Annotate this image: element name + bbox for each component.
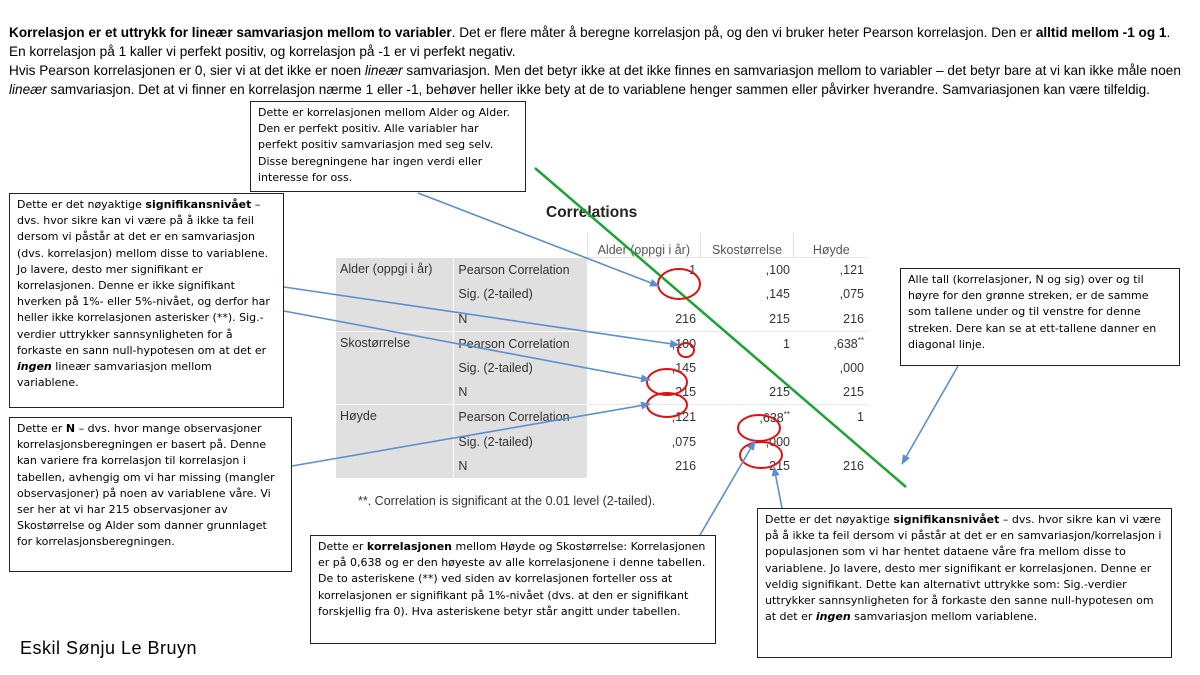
- intro-paragraph-2: En korrelasjon på 1 kaller vi perfekt po…: [9, 44, 516, 59]
- note-text: Dette er det nøyaktige: [765, 513, 894, 526]
- arrow-to-diagonal: [901, 365, 959, 465]
- stat-label: N: [453, 380, 588, 405]
- stat-label: Pearson Correlation: [453, 330, 588, 356]
- note-diagonal: Alle tall (korrelasjoner, N og sig) over…: [900, 268, 1180, 366]
- author-name: Eskil Sønju Le Bruyn: [20, 638, 198, 658]
- note-alder-alder: Dette er korrelasjonen mellom Alder og A…: [250, 101, 526, 192]
- intro-bold-1: Korrelasjon er et uttrykk for lineær sam…: [9, 25, 452, 40]
- table-footnote: **. Correlation is significant at the 0.…: [358, 494, 656, 508]
- note-n: Dette er N – dvs. hvor mange observasjon…: [9, 417, 292, 572]
- stat-label: Pearson Correlation: [453, 257, 588, 283]
- stat-label: Sig. (2-tailed): [453, 282, 588, 307]
- note-text: – dvs. hvor mange observasjoner korrelas…: [17, 422, 275, 549]
- cell: 216: [843, 311, 864, 326]
- intro-paragraph-3: Hvis Pearson korrelasjonen er 0, sier vi…: [9, 61, 1189, 99]
- cell: 215: [769, 385, 790, 400]
- cell: 215: [843, 385, 864, 400]
- note-bold-italic: ingen: [815, 610, 851, 624]
- circle-pearson-638: [737, 414, 781, 442]
- sig-mark: **: [857, 336, 864, 346]
- cell: ,638**: [793, 330, 868, 356]
- note-text: – dvs. hvor sikre kan vi være på å ikke …: [765, 513, 1162, 624]
- cell: 216: [843, 458, 864, 473]
- cell: 215: [769, 311, 790, 326]
- note-text: Dette er det nøyaktige: [17, 198, 146, 211]
- note-text: Dette er: [17, 422, 66, 435]
- row-header-alder: Alder (oppgi i år): [336, 257, 454, 332]
- arrow-to-sig-000: [771, 466, 783, 509]
- note-korrelasjon: Dette er korrelasjonen mellom Høyde og S…: [310, 535, 716, 644]
- stat-label: Sig. (2-tailed): [453, 355, 588, 381]
- stat-label: Pearson Correlation: [453, 404, 588, 430]
- header-skostorrelse: Skostørrelse: [699, 233, 794, 258]
- cell: ,145: [765, 287, 790, 302]
- intro-text: Korrelasjon er et uttrykk for lineær sam…: [9, 23, 1189, 99]
- note-text: – dvs. hvor sikre kan vi være på å ikke …: [17, 198, 270, 357]
- table-row: Sig. (2-tailed) ,145 ,000: [336, 355, 868, 381]
- intro-bold-2: alltid mellom -1 og 1: [1035, 25, 1167, 40]
- header-hoyde: Høyde: [793, 233, 868, 258]
- cell: ,100: [700, 257, 794, 283]
- cell: ,075: [839, 287, 864, 302]
- circle-sig-145: [646, 368, 688, 396]
- cell: 1: [793, 404, 868, 430]
- arrow-to-alder-1: [417, 192, 660, 287]
- note-text: Dette er: [318, 540, 367, 553]
- sig-mark: **: [783, 409, 790, 419]
- arrow-to-pearson-100: [283, 286, 680, 348]
- table-row: Alder (oppgi i år) Pearson Correlation 1…: [336, 257, 868, 332]
- cell: ,121: [793, 257, 868, 283]
- intro-text-5: samvariasjon. Det at vi finner en korrel…: [46, 82, 1150, 97]
- cell: 216: [675, 311, 697, 326]
- intro-italic-2: lineær: [9, 82, 47, 97]
- note-bold-italic: ingen: [17, 360, 52, 374]
- table-row: Sig. (2-tailed) ,145 ,075: [336, 282, 868, 307]
- row-header-skostorrelse: Skostørrelse: [336, 330, 454, 405]
- intro-text-2: .: [1166, 25, 1171, 40]
- note-bold: N: [65, 422, 76, 435]
- note-text: lineær samvariasjon mellom variablene.: [17, 360, 212, 390]
- note-bold: korrelasjonen: [366, 540, 452, 553]
- intro-italic-1: lineær: [364, 63, 403, 78]
- intro-text-4: samvariasjon. Men det betyr ikke at det …: [402, 63, 1181, 78]
- header-alder: Alder (oppgi i år): [586, 233, 701, 258]
- stat-label: N: [453, 453, 588, 478]
- note-bold: signifikansnivået: [893, 513, 1000, 526]
- table-row: N 216 215 216: [336, 306, 868, 332]
- cell-value: ,638: [833, 337, 858, 352]
- cell: 216: [675, 458, 697, 473]
- intro-text-3: Hvis Pearson korrelasjonen er 0, sier vi…: [9, 63, 365, 78]
- circle-n-215: [646, 392, 688, 418]
- intro-text-1: . Det er flere måter å beregne korrelasj…: [451, 25, 1036, 40]
- circle-alder-1: [657, 268, 701, 300]
- arrow-to-pearson-638: [699, 440, 756, 536]
- intro-paragraph-1: Korrelasjon er et uttrykk for lineær sam…: [9, 23, 1189, 42]
- diagonal-line: [534, 167, 907, 488]
- arrow-to-sig-145: [283, 310, 651, 383]
- cell: ,000: [839, 361, 864, 376]
- note-significance-right: Dette er det nøyaktige signifikansnivået…: [757, 508, 1172, 658]
- header-row: Alder (oppgi i år) Skostørrelse Høyde: [336, 233, 868, 258]
- circle-sig-000: [739, 441, 783, 469]
- table-row: N 215 215 215: [336, 380, 868, 405]
- circle-pearson-100: [677, 342, 695, 358]
- cell: ,075: [671, 434, 697, 449]
- table-row: Skostørrelse Pearson Correlation ,100 1 …: [336, 330, 868, 405]
- arrow-to-n-215: [291, 401, 651, 467]
- note-significance-left: Dette er det nøyaktige signifikansnivået…: [9, 193, 284, 408]
- note-text: samvariasjon mellom variablene.: [850, 610, 1038, 624]
- table-title: Correlations: [546, 204, 638, 221]
- table-row: N 216 215 216: [336, 453, 868, 478]
- note-text: mellom Høyde og Skostørrelse: Korrelasjo…: [318, 540, 706, 618]
- note-bold: signifikansnivået: [145, 198, 252, 211]
- stat-label: N: [453, 306, 588, 332]
